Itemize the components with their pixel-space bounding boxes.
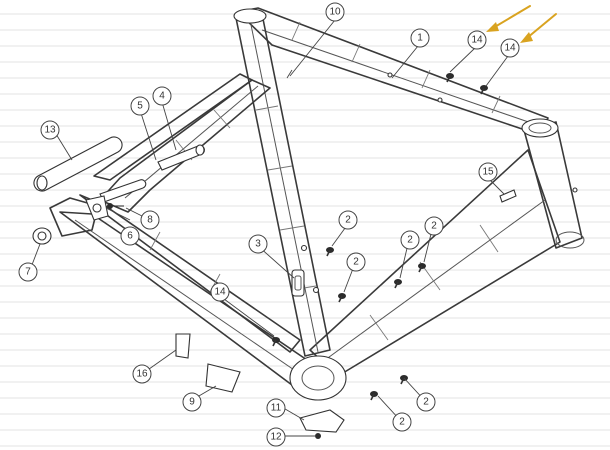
- svg-text:11: 11: [271, 403, 282, 414]
- callout-2-e: 2: [392, 412, 412, 432]
- callout-15: 15: [478, 162, 498, 182]
- top-tube: [237, 7, 549, 136]
- leader-lines: [29, 19, 509, 437]
- frame-bands: [149, 21, 501, 341]
- callout-11: 11: [266, 398, 286, 418]
- seat-stays: [99, 79, 271, 213]
- callouts: 1 10 14 14 4 5 13 15 8 6 7 3 2 2 2 2 14 …: [18, 2, 520, 447]
- svg-text:14: 14: [214, 287, 226, 298]
- svg-text:13: 13: [44, 125, 56, 136]
- svg-text:2: 2: [407, 235, 413, 246]
- bolt-icon: [272, 337, 280, 347]
- svg-text:5: 5: [137, 101, 143, 112]
- highlight-arrows: [486, 5, 557, 43]
- part-16-plate: [175, 333, 191, 359]
- bolts: [272, 73, 488, 401]
- callout-2-a: 2: [338, 210, 358, 230]
- callout-2-d: 2: [424, 216, 444, 236]
- callout-10: 10: [325, 2, 345, 22]
- arrow-icon: [520, 13, 557, 43]
- svg-text:2: 2: [353, 257, 359, 268]
- svg-text:10: 10: [329, 7, 341, 18]
- svg-text:2: 2: [345, 215, 351, 226]
- bolt-icon: [370, 391, 378, 401]
- part-15-guide: [499, 189, 517, 203]
- bolt-icon: [480, 85, 488, 95]
- callout-3: 3: [248, 234, 268, 254]
- svg-text:6: 6: [127, 231, 133, 242]
- callout-12: 12: [266, 427, 286, 447]
- callout-14-top-right: 14: [500, 38, 520, 58]
- part-7-ring: [32, 227, 52, 245]
- svg-text:2: 2: [399, 417, 405, 428]
- headset-bearing: [521, 118, 559, 138]
- seat-clamp: [233, 8, 267, 24]
- callout-4: 4: [152, 86, 172, 106]
- bolt-icon: [326, 247, 334, 257]
- bolt-icon: [338, 293, 346, 303]
- svg-text:14: 14: [471, 35, 483, 46]
- svg-text:1: 1: [417, 33, 423, 44]
- bike-frame: [49, 7, 585, 401]
- svg-text:3: 3: [255, 239, 261, 250]
- svg-text:2: 2: [423, 397, 429, 408]
- part-10-pin: [286, 69, 293, 79]
- callout-6: 6: [120, 226, 140, 246]
- svg-text:7: 7: [25, 267, 31, 278]
- part-4-axle: [157, 144, 206, 171]
- part-6-hanger: [85, 195, 109, 221]
- callout-8: 8: [140, 210, 160, 230]
- bolt-icon: [400, 375, 408, 385]
- arrow-icon: [486, 5, 531, 32]
- callout-1: 1: [410, 28, 430, 48]
- svg-text:14: 14: [504, 43, 516, 54]
- head-tube: [523, 121, 583, 249]
- bolt-icon: [446, 73, 454, 83]
- callout-16: 16: [132, 364, 152, 384]
- svg-text:12: 12: [270, 432, 282, 443]
- callout-7: 7: [18, 262, 38, 282]
- svg-text:2: 2: [431, 221, 437, 232]
- callout-2-b: 2: [346, 252, 366, 272]
- bolt-icon: [418, 263, 426, 273]
- callout-14-top-left: 14: [467, 30, 487, 50]
- svg-text:9: 9: [189, 397, 195, 408]
- bolt-icon: [394, 279, 402, 289]
- callout-13: 13: [40, 120, 60, 140]
- part-3-port: [291, 269, 305, 297]
- part-8-bolt: [107, 203, 124, 209]
- svg-text:4: 4: [159, 91, 165, 102]
- svg-text:15: 15: [482, 167, 494, 178]
- callout-5: 5: [130, 96, 150, 116]
- callout-2-f: 2: [416, 392, 436, 412]
- svg-text:8: 8: [147, 215, 153, 226]
- callout-14-middle: 14: [210, 282, 230, 302]
- part-9-cover: [205, 363, 241, 393]
- part-5-pin: [99, 179, 147, 203]
- callout-2-c: 2: [400, 230, 420, 250]
- bottom-bracket: [289, 355, 347, 401]
- part-12-screw: [315, 433, 321, 439]
- svg-text:16: 16: [136, 369, 148, 380]
- part-11-chainguard: [299, 409, 345, 433]
- callout-9: 9: [182, 392, 202, 412]
- part-13-tube: [33, 136, 123, 192]
